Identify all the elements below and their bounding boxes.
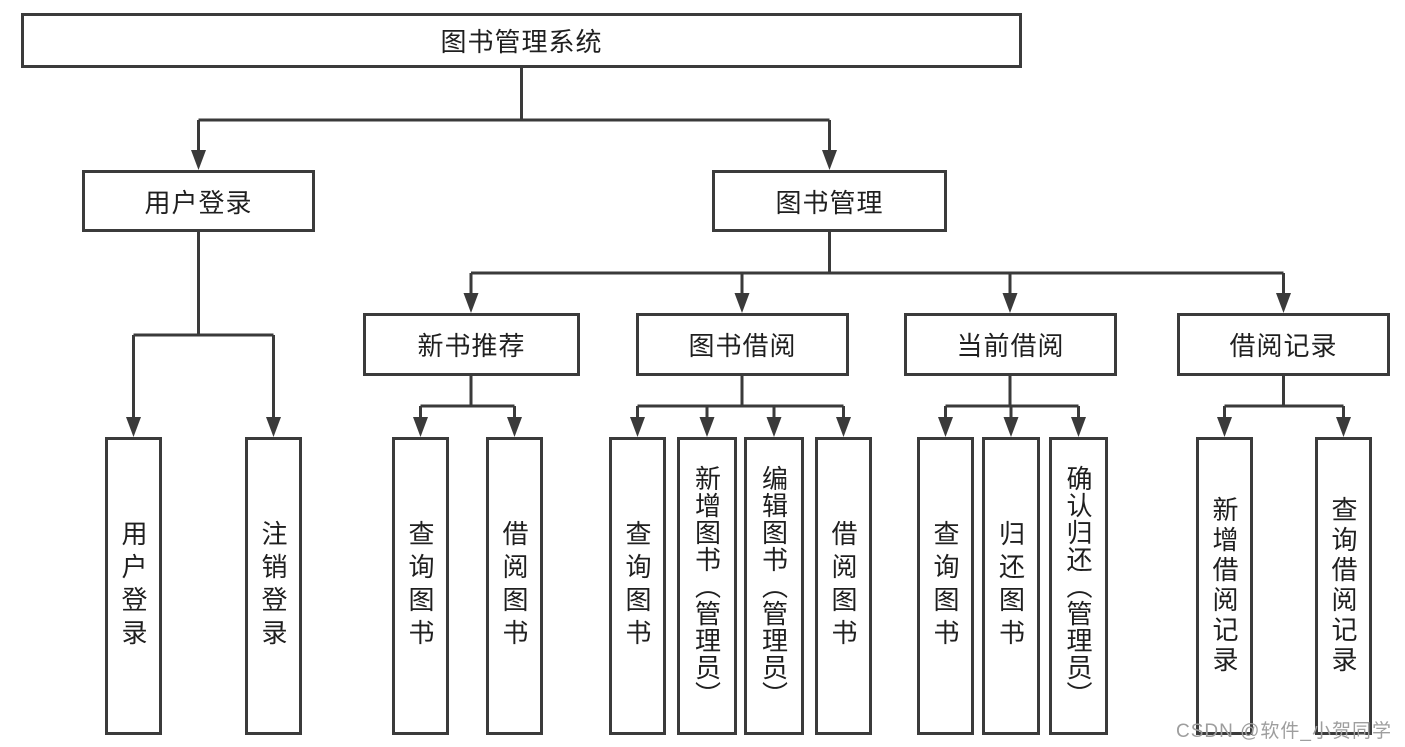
leaf-bb-query-books: 查询图书 bbox=[609, 437, 666, 735]
node-borrow-records: 借阅记录 bbox=[1177, 313, 1390, 376]
node-book-borrow-label: 图书借阅 bbox=[688, 331, 797, 361]
leaf-bb-add-books-label: 新增图书（管理员） bbox=[691, 464, 722, 708]
node-current-borrow: 当前借阅 bbox=[904, 313, 1117, 376]
leaf-cb-return-books-label: 归还图书 bbox=[995, 520, 1026, 652]
leaf-user-login: 用户登录 bbox=[105, 437, 162, 735]
leaf-rec-query-books: 查询图书 bbox=[392, 437, 449, 735]
leaf-logout: 注销登录 bbox=[245, 437, 302, 735]
leaf-cb-return-books: 归还图书 bbox=[982, 437, 1040, 735]
node-library-system: 图书管理系统 bbox=[21, 13, 1022, 68]
arrowheads bbox=[126, 150, 1351, 437]
leaf-bb-borrow-books: 借阅图书 bbox=[815, 437, 872, 735]
leaf-rec-borrow-books-label: 借阅图书 bbox=[499, 520, 529, 652]
node-library-system-label: 图书管理系统 bbox=[440, 27, 603, 57]
leaf-br-add-record: 新增借阅记录 bbox=[1196, 437, 1253, 735]
leaf-user-login-label: 用户登录 bbox=[118, 520, 148, 652]
leaf-rec-query-books-label: 查询图书 bbox=[405, 520, 435, 652]
node-book-management-label: 图书管理 bbox=[775, 187, 884, 218]
leaf-rec-borrow-books: 借阅图书 bbox=[486, 437, 543, 735]
leaf-cb-query-books-label: 查询图书 bbox=[930, 520, 960, 652]
leaf-cb-query-books: 查询图书 bbox=[917, 437, 974, 735]
leaf-bb-query-books-label: 查询图书 bbox=[622, 520, 652, 652]
node-book-management: 图书管理 bbox=[712, 170, 947, 232]
node-new-book-recommend: 新书推荐 bbox=[363, 313, 580, 376]
leaf-bb-add-books: 新增图书（管理员） bbox=[677, 437, 737, 735]
node-borrow-records-label: 借阅记录 bbox=[1229, 331, 1338, 361]
leaf-br-query-record: 查询借阅记录 bbox=[1315, 437, 1372, 735]
leaf-br-add-record-label: 新增借阅记录 bbox=[1209, 496, 1239, 676]
node-new-book-recommend-label: 新书推荐 bbox=[417, 331, 526, 361]
watermark: CSDN @软件_小贺同学 bbox=[1176, 721, 1392, 742]
leaf-br-query-record-label: 查询借阅记录 bbox=[1328, 496, 1358, 676]
node-user-login: 用户登录 bbox=[82, 170, 315, 232]
node-current-borrow-label: 当前借阅 bbox=[956, 331, 1065, 361]
node-user-login-label: 用户登录 bbox=[144, 187, 253, 218]
node-book-borrow: 图书借阅 bbox=[636, 313, 849, 376]
leaf-cb-confirm-return-label: 确认归还（管理员） bbox=[1063, 464, 1093, 708]
leaf-bb-edit-books-label: 编辑图书（管理员） bbox=[758, 464, 789, 708]
leaf-bb-borrow-books-label: 借阅图书 bbox=[828, 520, 858, 652]
leaf-logout-label: 注销登录 bbox=[258, 520, 288, 652]
leaf-cb-confirm-return: 确认归还（管理员） bbox=[1049, 437, 1108, 735]
leaf-bb-edit-books: 编辑图书（管理员） bbox=[744, 437, 804, 735]
